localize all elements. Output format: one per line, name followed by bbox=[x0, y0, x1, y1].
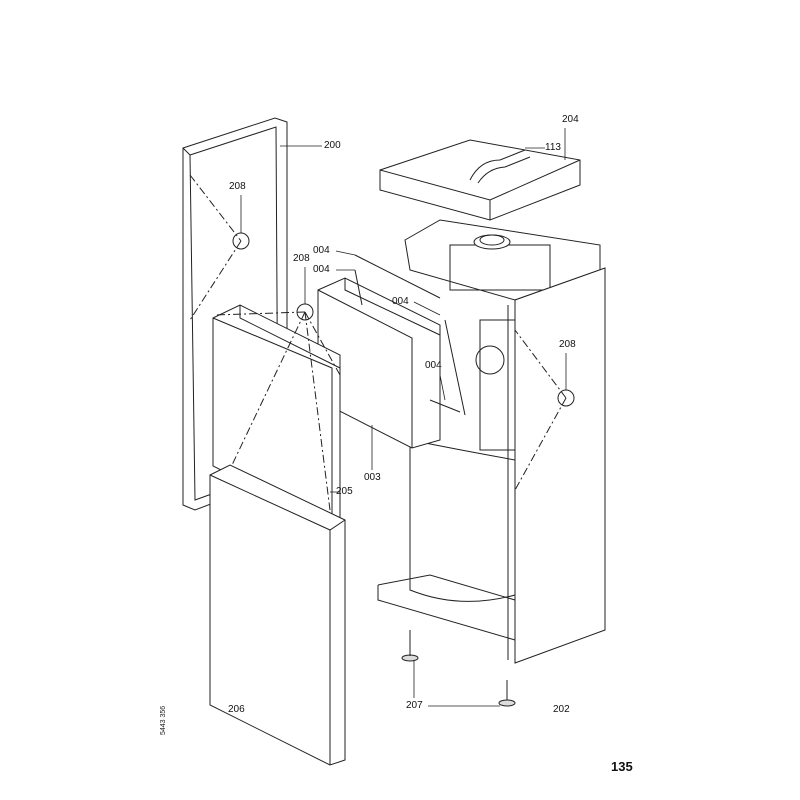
inner-cover-003 bbox=[317, 277, 441, 449]
document-number: 5443 356 bbox=[160, 705, 167, 735]
assembly-lines bbox=[189, 174, 567, 511]
front-panel-205 bbox=[212, 304, 341, 527]
label-200: 200 bbox=[324, 140, 341, 151]
label-202: 202 bbox=[553, 704, 570, 715]
appliance-body bbox=[377, 219, 601, 641]
side-panel-202 bbox=[507, 267, 606, 664]
label-205: 205 bbox=[336, 486, 353, 497]
label-004-2: 004 bbox=[313, 264, 330, 275]
seals-004 bbox=[354, 254, 466, 416]
leader-lines bbox=[240, 128, 567, 707]
feet-207 bbox=[401, 630, 516, 707]
label-208-right: 208 bbox=[559, 339, 576, 350]
top-cover-204 bbox=[379, 139, 581, 221]
page-number: 135 bbox=[611, 759, 633, 774]
label-208-front: 208 bbox=[293, 253, 310, 264]
label-003: 003 bbox=[364, 472, 381, 483]
front-panel-206 bbox=[209, 464, 346, 766]
label-204: 204 bbox=[562, 114, 579, 125]
label-207: 207 bbox=[406, 700, 423, 711]
label-004-4: 004 bbox=[425, 360, 442, 371]
label-208-left: 208 bbox=[229, 181, 246, 192]
label-113: 113 bbox=[545, 142, 561, 153]
label-004-3: 004 bbox=[392, 296, 409, 307]
label-004-1: 004 bbox=[313, 245, 330, 256]
label-206: 206 bbox=[228, 704, 245, 715]
